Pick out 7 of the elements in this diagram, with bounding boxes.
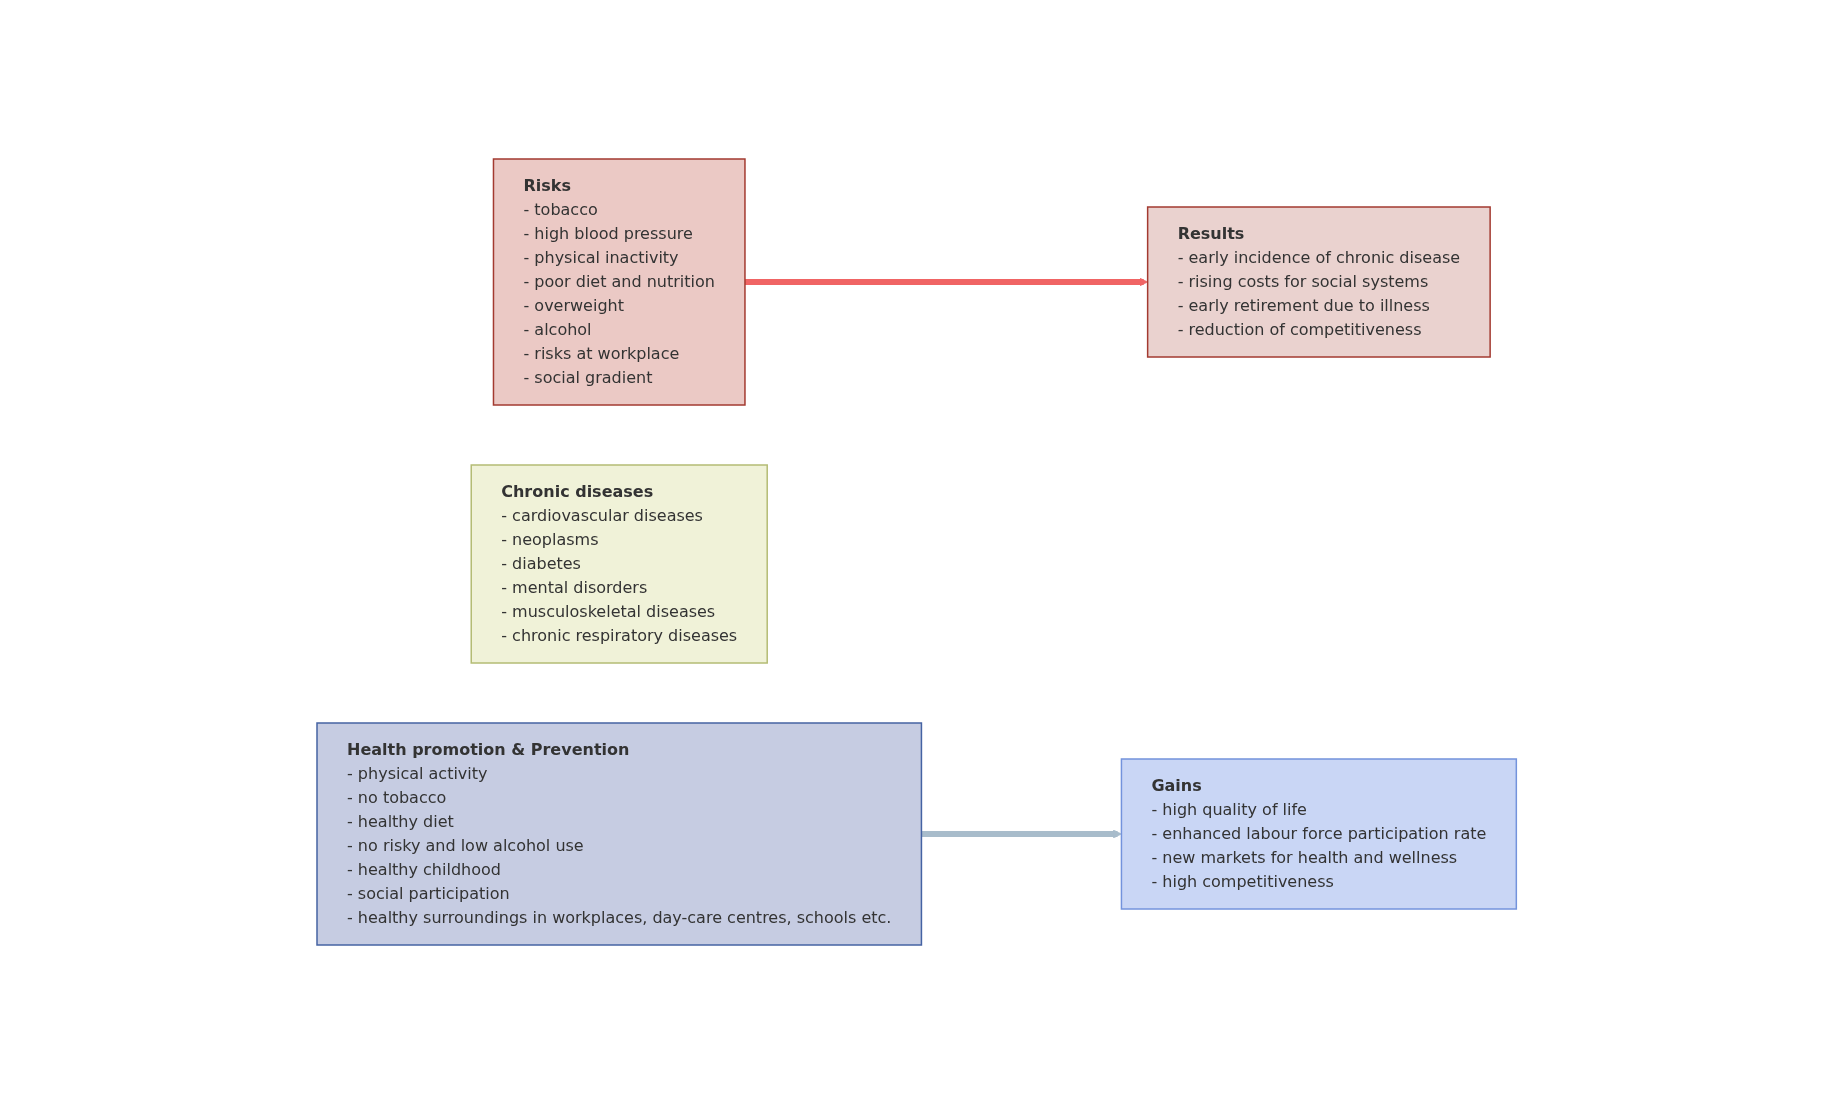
node-box: Results - early incidence of chronic disease - rising costs for social systems - early retirement due to illness - reduction of competitiveness (1146, 206, 1491, 358)
arrow (921, 829, 1122, 839)
node-box: Chronic diseases - cardiovascular diseases - neoplasms - diabetes - mental disorders - musculoskeletal diseases - chronic respiratory diseases (470, 464, 768, 664)
node-box: Gains - high quality of life - enhanced labour force participation rate - new markets for health and wellness - high competitiveness (1120, 758, 1517, 910)
node-box: Risks - tobacco - high blood pressure - physical inactivity - poor diet and nutrition - overweight - alcohol - risks at workplace - social gradient (492, 158, 746, 406)
arrow (744, 277, 1148, 287)
node-box: Health promotion & Prevention - physical activity - no tobacco - healthy diet - no risky and low alcohol use - healthy childhood - social participation - healthy surroundings in workplaces, day-care centres, schools etc. (316, 722, 922, 946)
